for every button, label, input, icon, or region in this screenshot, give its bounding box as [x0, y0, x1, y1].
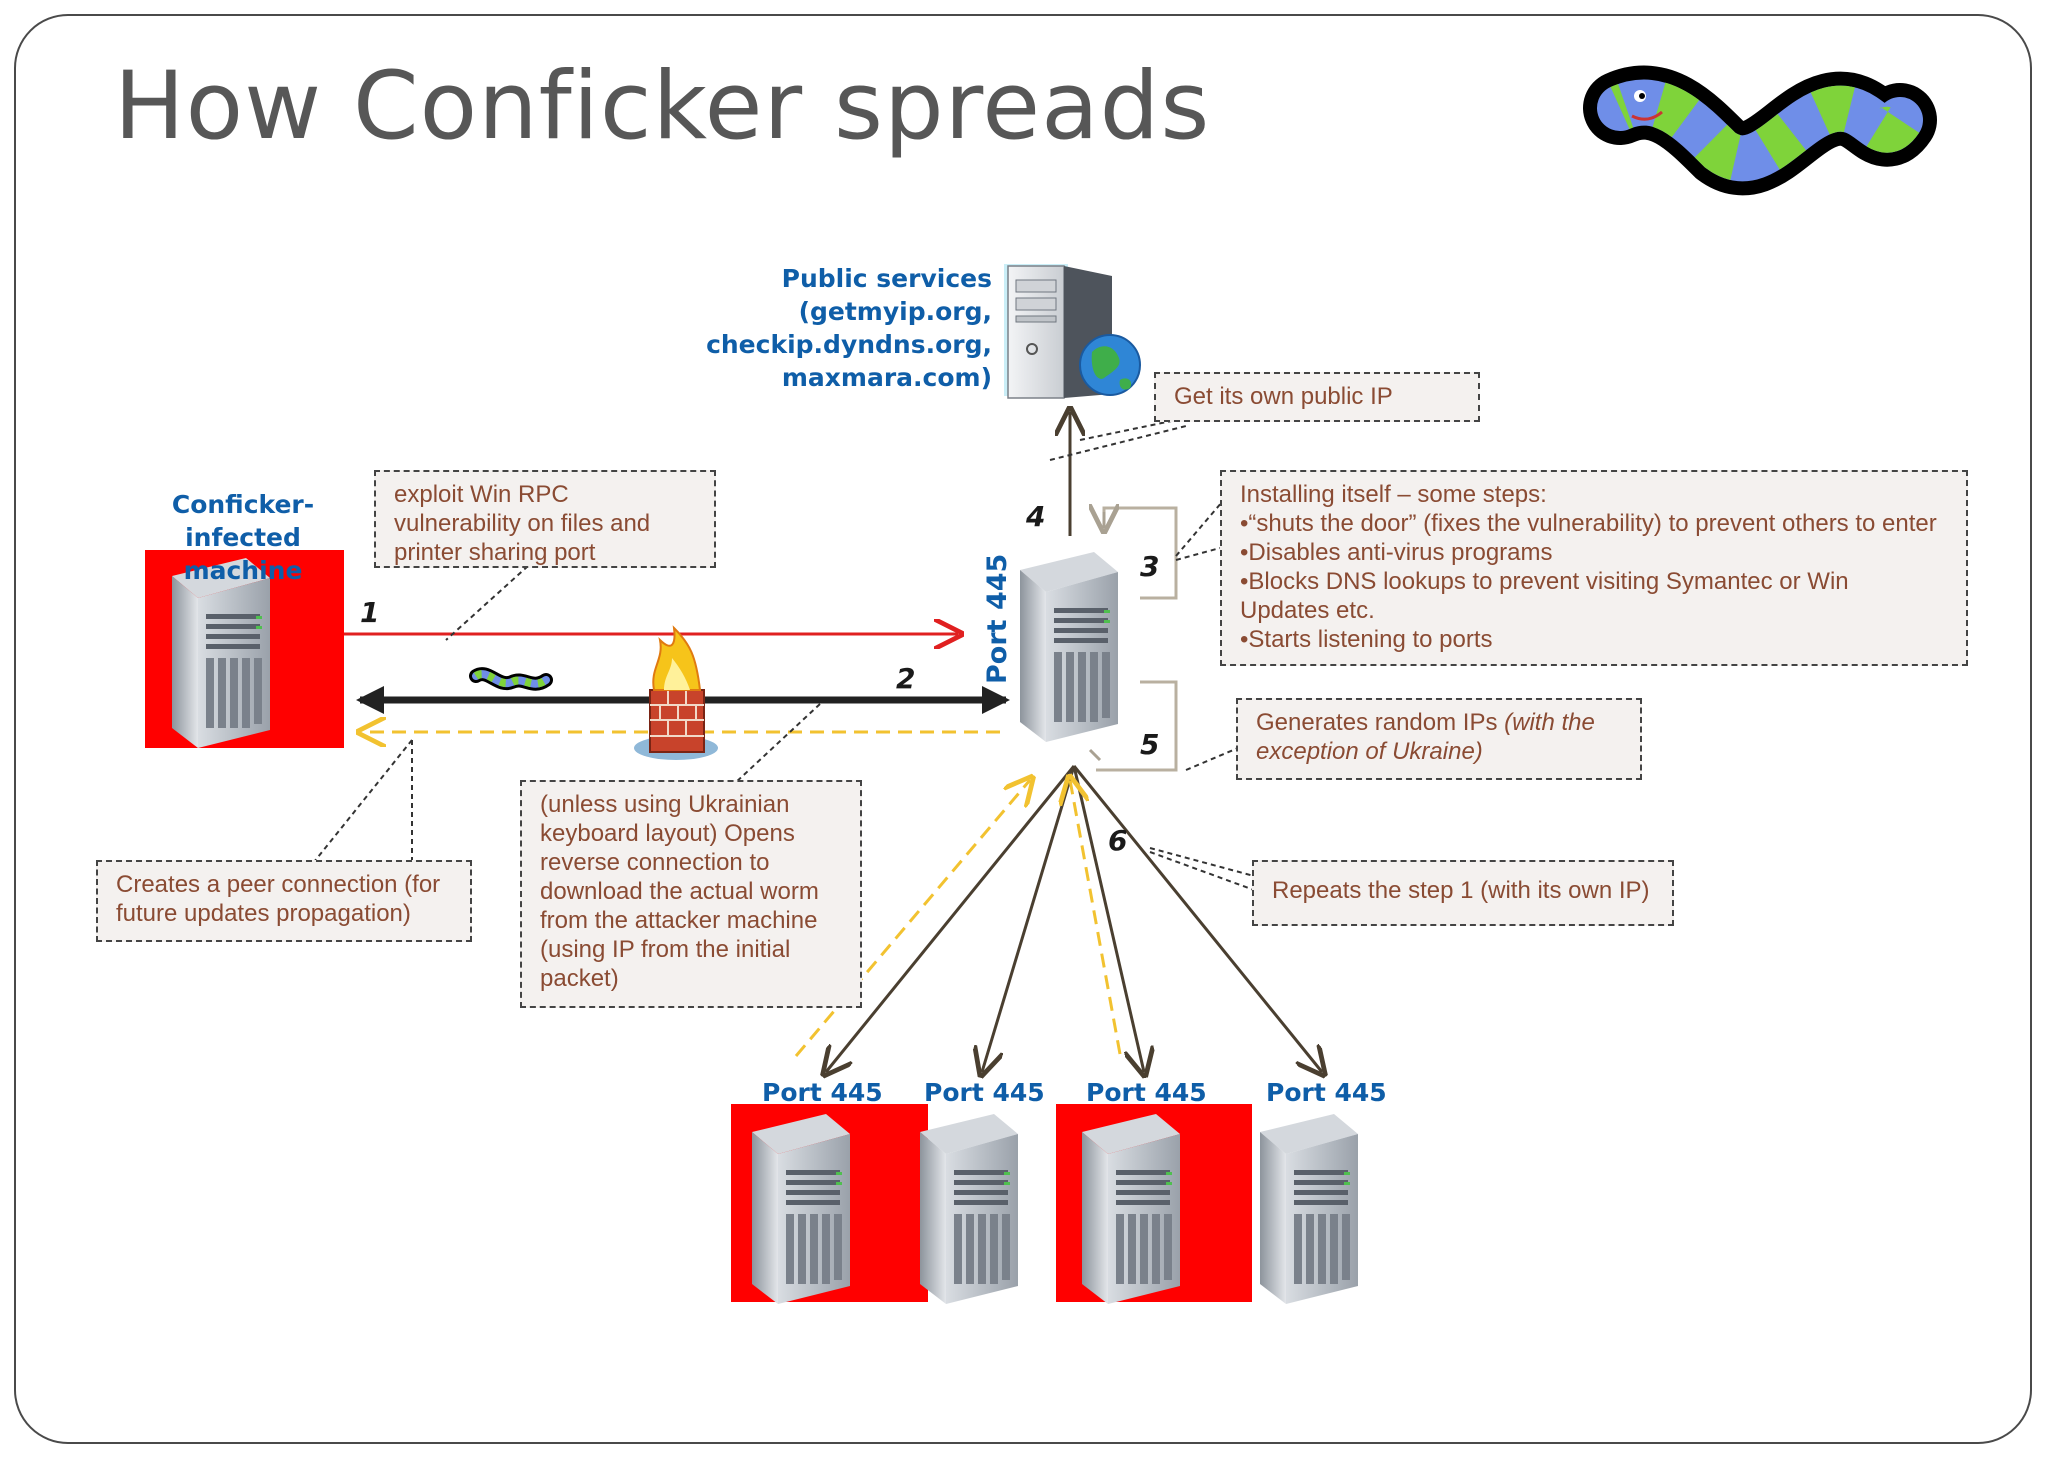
target-server-4-icon	[1260, 1114, 1358, 1304]
random-ip-bracket-head	[1088, 748, 1102, 762]
double-arrow-left-head	[356, 686, 384, 714]
repeats-callout-text: Repeats the step 1 (with its own IP)	[1272, 877, 1650, 904]
public-services-label: Public services (getmyip.org, checkip.dy…	[706, 264, 992, 392]
small-worm-icon	[469, 667, 553, 691]
step-5-number: 5	[1140, 728, 1160, 761]
random-ips-callout: Generates random IPs (with the exception…	[1236, 698, 1642, 780]
target-port-label-4: Port 445	[1266, 1078, 1387, 1107]
propagation-arrows	[826, 765, 1322, 1072]
target-port-label-2: Port 445	[924, 1078, 1045, 1107]
peer-connection-callout: Creates a peer connection (for future up…	[96, 860, 472, 942]
target-server-1-icon	[752, 1114, 850, 1304]
callout-leaders	[313, 417, 1255, 891]
slide-frame	[14, 14, 2032, 1444]
target-server-2-icon	[920, 1114, 1018, 1304]
exploit-callout-text: exploit Win RPC vulnerability on files a…	[394, 481, 651, 566]
random-ip-bracket	[1096, 680, 1178, 772]
worm-logo-icon	[1583, 65, 1937, 196]
central-server-icon	[1020, 552, 1118, 742]
target-reverse-arrows	[794, 780, 1122, 1057]
random-ips-text: Generates random IPs	[1256, 709, 1505, 736]
reverse-connection-callout: (unless using Ukrainian keyboard layout)…	[520, 780, 862, 1008]
target-port-label-3: Port 445	[1086, 1078, 1207, 1107]
step-1-number: 1	[360, 596, 380, 629]
installing-callout-text: Installing itself – some steps: •“shuts …	[1240, 481, 1937, 653]
public-services-server-icon	[1004, 264, 1112, 399]
target-port-label-1: Port 445	[762, 1078, 883, 1107]
step-2-number: 2	[896, 662, 916, 695]
double-arrow-right-head	[982, 686, 1010, 714]
firewall-icon	[634, 625, 718, 760]
public-ip-callout: Get its own public IP	[1154, 372, 1480, 422]
central-port-label: Port 445	[982, 553, 1013, 684]
slide-title: How Conficker spreads	[114, 52, 1211, 161]
step-4-number: 4	[1026, 500, 1046, 533]
globe-icon	[1079, 334, 1141, 396]
exploit-callout: exploit Win RPC vulnerability on files a…	[374, 470, 716, 568]
step-3-number: 3	[1140, 550, 1160, 583]
peer-connection-callout-text: Creates a peer connection (for future up…	[116, 871, 441, 927]
random-ips-italic-text: (with the exception of Ukraine)	[1256, 709, 1595, 765]
installing-callout: Installing itself – some steps: •“shuts …	[1220, 470, 1968, 666]
infected-machine-label: Conficker-infected machine	[171, 490, 315, 585]
reverse-connection-callout-text: (unless using Ukrainian keyboard layout)…	[540, 791, 819, 992]
step-6-number: 6	[1108, 824, 1128, 857]
public-ip-callout-text: Get its own public IP	[1174, 383, 1393, 410]
target-server-3-icon	[1082, 1114, 1180, 1304]
repeats-callout: Repeats the step 1 (with its own IP)	[1252, 860, 1674, 926]
